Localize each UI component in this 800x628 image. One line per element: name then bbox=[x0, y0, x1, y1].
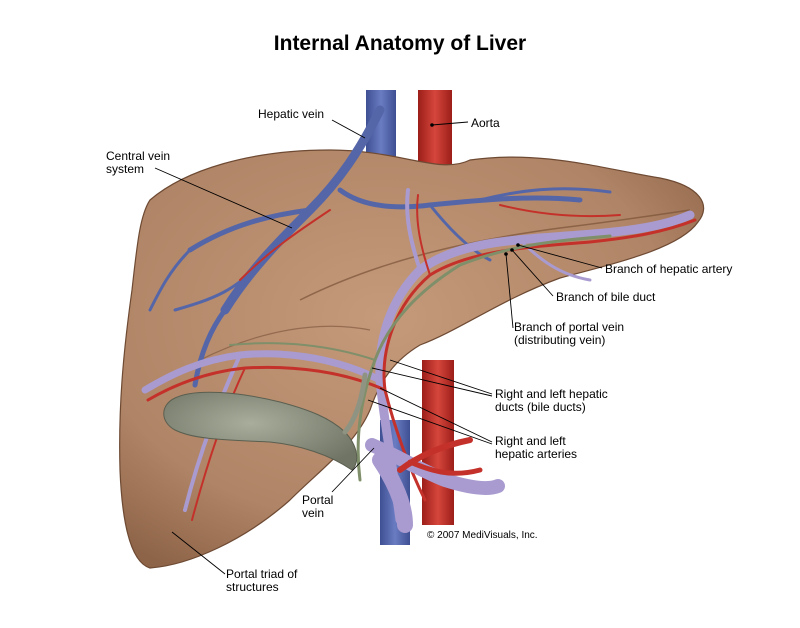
gallbladder bbox=[163, 391, 358, 471]
label-portal-vein-branch-line1: Branch of portal vein bbox=[514, 320, 625, 334]
label-aorta: Aorta bbox=[471, 116, 500, 130]
bile-duct-branches bbox=[229, 234, 612, 482]
leader-lines bbox=[154, 119, 603, 575]
portal-vein-branches bbox=[141, 188, 695, 525]
label-central-vein-line2: system bbox=[106, 162, 145, 176]
label-hepatic-arteries-line2: hepatic arteries bbox=[495, 447, 578, 461]
label-hepatic-ducts-line2: ducts (bile ducts) bbox=[495, 400, 586, 414]
label-hepatic-vein: Hepatic vein bbox=[258, 107, 325, 121]
label-hepatic-artery-branch: Branch of hepatic artery bbox=[605, 262, 733, 276]
diagram-title: Internal Anatomy of Liver bbox=[273, 32, 527, 55]
label-portal-vein-line1: Portal bbox=[302, 493, 334, 507]
leader-dots bbox=[430, 123, 520, 256]
hepatic-vein-branches bbox=[148, 105, 612, 388]
lobe-contour-lower bbox=[199, 325, 371, 361]
copyright-notice: © 2007 MediVisuals, Inc. bbox=[427, 530, 538, 541]
label-hepatic-ducts-line1: Right and left hepatic bbox=[495, 387, 608, 401]
lobe-contour bbox=[299, 209, 691, 301]
label-portal-triad-line1: Portal triad of bbox=[226, 567, 298, 581]
label-portal-triad-line2: structures bbox=[226, 580, 279, 594]
cystic-duct bbox=[342, 372, 368, 435]
porta-hepatis bbox=[365, 437, 505, 533]
label-portal-vein-line2: vein bbox=[302, 506, 325, 520]
label-hepatic-arteries-line1: Right and left bbox=[495, 434, 566, 448]
label-bile-duct-branch: Branch of bile duct bbox=[556, 290, 656, 304]
label-portal-vein-branch-line2: (distributing vein) bbox=[514, 333, 606, 347]
label-central-vein-line1: Central vein bbox=[106, 149, 171, 163]
